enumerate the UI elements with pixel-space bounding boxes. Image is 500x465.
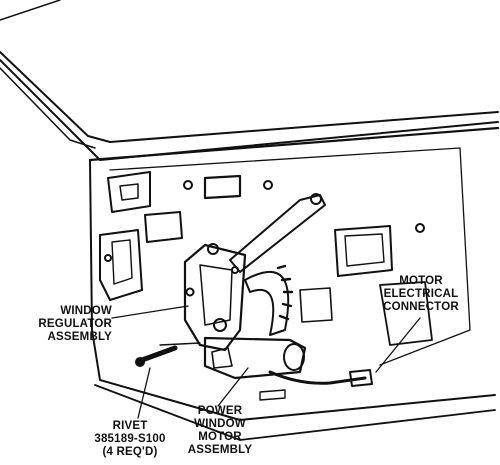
door-panel-left-edge — [89, 159, 496, 421]
leader-rivet — [137, 367, 151, 419]
label-rivet-line-2: 385189-S100 — [94, 433, 166, 445]
panel-cutout-6 — [379, 281, 433, 346]
arm-pivot-top — [310, 193, 322, 205]
leader-motor-connector — [375, 317, 421, 373]
panel-cutout-2 — [203, 174, 242, 200]
gear-teeth — [276, 264, 294, 321]
panel-cutout-1 — [107, 171, 151, 213]
label-power-window-motor: POWER WINDOW MOTOR ASSEMBLY — [175, 405, 265, 457]
panel-cutout-1-inner — [119, 183, 139, 201]
label-motor-connector: MOTOR ELECTRICAL CONNECTOR — [366, 275, 476, 314]
window-frame-inner-2 — [0, 67, 96, 149]
panel-hole-4 — [415, 223, 425, 233]
door-panel-bottom-edge — [94, 384, 496, 441]
window-frame-outer — [0, 59, 499, 161]
label-motor-connector-line-1: MOTOR — [399, 275, 443, 287]
label-rivet: RIVET 385189-S100 (4 REQ'D) — [82, 420, 178, 459]
regulator-plate-inner — [199, 264, 233, 326]
window-frame-inner — [0, 51, 499, 143]
panel-cutout-7 — [299, 287, 333, 323]
panel-hole-2 — [263, 180, 273, 190]
label-power-window-motor-line-1: POWER — [197, 405, 243, 417]
rivet-body — [139, 345, 178, 363]
sector-gear — [244, 270, 290, 336]
label-window-regulator-line-2: REGULATOR — [38, 318, 112, 330]
leader-window-regulator — [111, 305, 189, 319]
label-power-window-motor-line-3: MOTOR — [198, 431, 242, 443]
panel-cutout-4-inner — [111, 239, 133, 285]
panel-hole-3 — [104, 254, 112, 262]
panel-bottom-slot — [259, 389, 286, 401]
label-motor-connector-line-3: CONNECTOR — [383, 301, 459, 313]
door-panel-top-edge — [88, 126, 500, 162]
label-window-regulator-line-3: ASSEMBLY — [47, 331, 112, 343]
label-window-regulator-line-1: WINDOW — [60, 305, 112, 317]
label-rivet-line-1: RIVET — [112, 420, 148, 432]
leader-power-window-motor — [217, 367, 249, 407]
window-frame-edge — [0, 0, 61, 21]
motor-bracket — [211, 347, 233, 369]
plate-fastener-3 — [185, 287, 195, 297]
harness-connector — [349, 369, 373, 387]
panel-cutout-5-inner — [344, 233, 385, 267]
panel-hole-1 — [183, 180, 193, 190]
panel-hole-row — [159, 342, 201, 346]
label-power-window-motor-line-2: WINDOW — [194, 418, 246, 430]
motor-body — [203, 336, 307, 380]
label-window-regulator: WINDOW REGULATOR ASSEMBLY — [20, 305, 112, 344]
motor-harness — [268, 370, 367, 385]
door-panel-flange — [109, 147, 471, 366]
plate-fastener-2 — [213, 318, 227, 332]
rivet-head — [135, 357, 145, 367]
regulator-arm — [229, 194, 326, 273]
panel-cutout-4 — [99, 229, 143, 301]
panel-cutout-5 — [334, 225, 393, 277]
plate-fastener-1 — [207, 243, 219, 255]
panel-cutout-3 — [144, 211, 183, 243]
label-motor-connector-line-2: ELECTRICAL — [383, 288, 459, 300]
label-power-window-motor-line-4: ASSEMBLY — [187, 444, 253, 456]
motor-end-cap — [283, 343, 305, 371]
regulator-plate — [183, 243, 247, 352]
label-rivet-line-3: (4 REQ'D) — [102, 446, 158, 458]
